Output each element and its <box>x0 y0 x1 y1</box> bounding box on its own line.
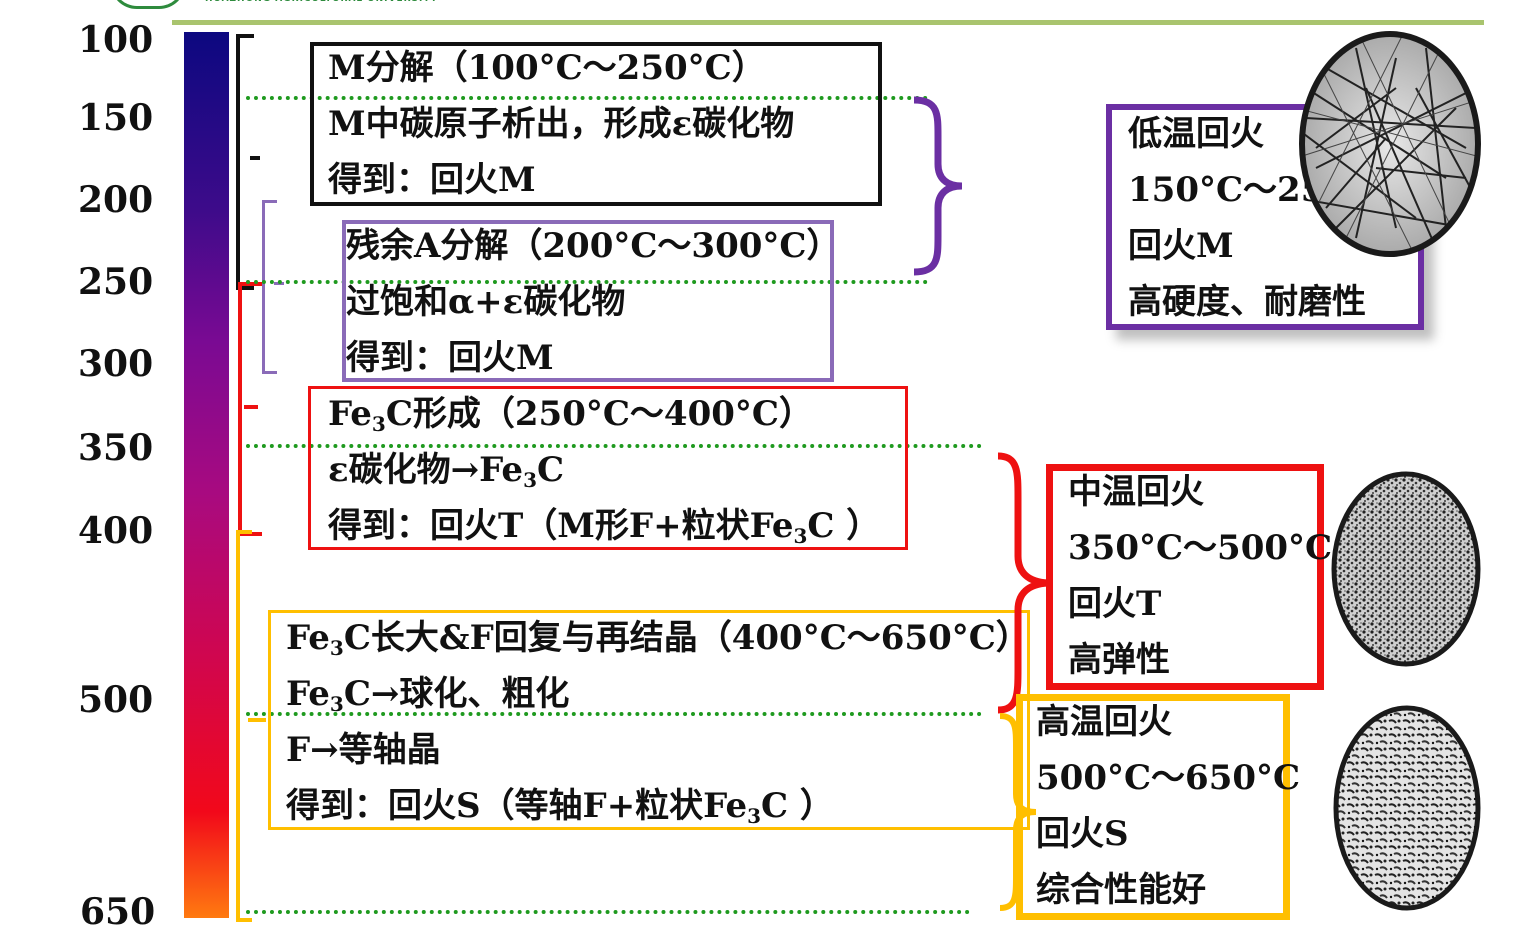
brace-low-temp <box>913 96 963 276</box>
bracket-tip-black <box>250 156 260 160</box>
tick-650: 650 <box>80 891 156 933</box>
dotted-line-350 <box>246 444 982 448</box>
stage2-result: 得到：回火M <box>346 338 554 378</box>
stage1-result: 得到：回火M <box>328 160 536 200</box>
tick-200: 200 <box>78 179 154 221</box>
stage-box-recrystallization <box>268 610 1030 830</box>
tick-500: 500 <box>78 679 154 721</box>
stage4-title: Fe3C长大&F回复与再结晶（400°C～650°C） <box>286 618 1030 660</box>
high-temp-range: 500°C～650°C <box>1036 758 1301 798</box>
range-bracket-carbide-formation <box>238 282 262 536</box>
high-temp-name: 高温回火 <box>1036 702 1172 742</box>
low-temp-name: 低温回火 <box>1128 114 1264 154</box>
stage1-title: M分解（100°C～250°C） <box>328 48 766 88</box>
tick-250: 250 <box>78 261 154 303</box>
brace-mid-temp <box>997 452 1049 714</box>
high-temp-tempering-box <box>1016 694 1290 920</box>
stage-box-m-decomposition <box>310 42 882 206</box>
micrograph-tempered-troostite <box>1331 471 1481 667</box>
mid-temp-tempering-box <box>1046 464 1324 690</box>
stage4-description: Fe3C→球化、粗化 <box>286 674 570 716</box>
bracket-tip-red <box>244 405 258 409</box>
range-bracket-m-decomposition <box>236 34 254 290</box>
dotted-line-650 <box>246 910 970 914</box>
mid-temp-product: 回火T <box>1068 584 1162 624</box>
stage-box-carbide-formation <box>308 386 908 550</box>
stage4-ferrite: F→等轴晶 <box>286 730 441 770</box>
tick-400: 400 <box>78 510 154 552</box>
tick-150: 150 <box>78 97 154 139</box>
mid-temp-name: 中温回火 <box>1068 472 1204 512</box>
stage-box-retained-austenite <box>342 220 834 382</box>
range-bracket-retained-austenite <box>262 200 277 374</box>
dotted-line-150 <box>246 96 928 100</box>
mid-temp-range: 350°C～500°C <box>1068 528 1333 568</box>
stage4-result: 得到：回火S（等轴F+粒状Fe3C ） <box>286 786 834 828</box>
micrograph-tempered-martensite <box>1299 31 1481 257</box>
micrograph-tempered-sorbite <box>1333 705 1481 911</box>
stage3-description: ε碳化物→Fe3C <box>328 450 565 492</box>
high-temp-property: 综合性能好 <box>1036 870 1206 910</box>
temperature-gradient-bar <box>184 32 229 918</box>
stage2-description: 过饱和α+ε碳化物 <box>346 282 626 322</box>
tick-100: 100 <box>78 19 154 61</box>
university-logo <box>110 0 186 9</box>
tick-350: 350 <box>78 427 154 469</box>
brace-high-temp <box>999 713 1037 911</box>
bracket-tip-gold <box>248 718 266 722</box>
header-divider <box>172 20 1484 25</box>
range-bracket-recrystallization <box>236 530 252 922</box>
low-temp-range: 150°C～25 <box>1128 170 1325 210</box>
dotted-line-500 <box>246 712 982 716</box>
stage2-title: 残余A分解（200°C～300°C） <box>346 226 841 266</box>
header-university-name: HUAZHONG AGRICULTURAL UNIVERSITY <box>205 0 438 4</box>
stage1-description: M中碳原子析出，形成ε碳化物 <box>328 104 795 144</box>
dotted-line-250 <box>246 280 928 284</box>
low-temp-product: 回火M <box>1128 226 1234 266</box>
low-temp-property: 高硬度、耐磨性 <box>1128 282 1366 322</box>
stage3-title: Fe3C形成（250°C～400°C） <box>328 394 813 436</box>
mid-temp-property: 高弹性 <box>1068 640 1170 680</box>
stage3-result: 得到：回火T（M形F+粒状Fe3C ） <box>328 506 881 548</box>
tick-300: 300 <box>78 343 154 385</box>
high-temp-product: 回火S <box>1036 814 1129 854</box>
